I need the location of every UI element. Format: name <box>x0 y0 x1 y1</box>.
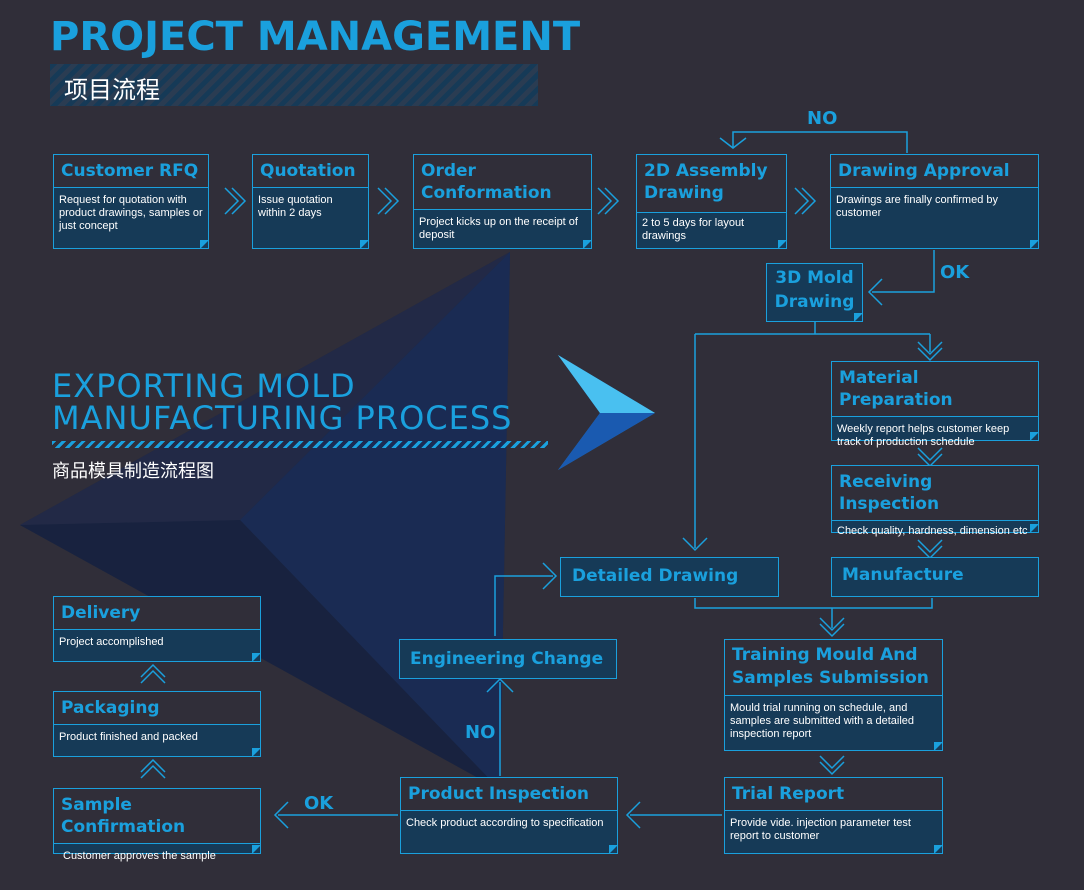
page-title: PROJECT MANAGEMENT <box>50 14 581 60</box>
ok-label-bottom: OK <box>304 793 334 814</box>
folded-corner <box>609 845 618 854</box>
folded-corner <box>1030 524 1039 533</box>
folded-corner <box>778 240 787 249</box>
step-title: Drawing Approval <box>831 155 1038 188</box>
step-manufacture: Manufacture <box>831 557 1039 597</box>
step-quotation: Quotation Issue quotation within 2 days <box>252 154 369 249</box>
step-desc: Provide vide. injection parameter test r… <box>730 817 911 842</box>
step-desc: Project kicks up on the receipt of depos… <box>419 216 578 241</box>
folded-corner <box>360 240 369 249</box>
ok-label-right: OK <box>940 262 970 283</box>
step-detailed-drawing: Detailed Drawing <box>560 557 779 597</box>
step-packaging: Packaging Product finished and packed <box>53 691 261 757</box>
step-desc: Mould trial running on schedule, and sam… <box>730 702 915 740</box>
step-material-preparation: Material Preparation Weekly report helps… <box>831 361 1039 448</box>
step-desc: Issue quotation within 2 days <box>258 194 333 219</box>
step-title: Customer RFQ <box>54 155 208 188</box>
no-label-top: NO <box>807 108 838 129</box>
folded-corner <box>583 240 592 249</box>
process-title-underline <box>52 441 548 448</box>
step-2d-assembly-drawing: 2D Assembly Drawing 2 to 5 days for layo… <box>636 154 787 249</box>
step-title: 3D Mold Drawing <box>774 268 855 312</box>
folded-corner <box>200 240 209 249</box>
step-desc: Check quality, hardness, dimension etc <box>837 525 1028 537</box>
step-title: Quotation <box>253 155 368 188</box>
folded-corner <box>252 653 261 662</box>
step-order-conformation: Order Conformation Project kicks up on t… <box>413 154 592 249</box>
triangle-logo-icon <box>558 355 655 470</box>
subtitle-banner: 项目流程 <box>50 64 538 106</box>
no-label-left: NO <box>465 722 496 743</box>
step-receiving-inspection: Receiving Inspection Check quality, hard… <box>831 465 1039 537</box>
step-title: 2D Assembly Drawing <box>637 155 786 213</box>
step-engineering-change: Engineering Change <box>399 639 617 679</box>
step-title: Delivery <box>54 597 260 630</box>
step-sample-confirmation: Sample Confirmation Customer approves th… <box>53 788 261 862</box>
folded-corner <box>934 845 943 854</box>
step-title: Order Conformation <box>414 155 591 210</box>
folded-corner <box>1030 240 1039 249</box>
process-title: EXPORTING MOLD MANUFACTURING PROCESS <box>52 367 513 437</box>
step-title: Material Preparation <box>832 362 1038 417</box>
step-title: Detailed Drawing <box>572 566 739 586</box>
step-customer-rfq: Customer RFQ Request for quotation with … <box>53 154 209 249</box>
step-drawing-approval: Drawing Approval Drawings are finally co… <box>830 154 1039 249</box>
step-desc: 2 to 5 days for layout drawings <box>642 217 745 242</box>
step-title: Receiving Inspection <box>832 466 1038 521</box>
folded-corner <box>252 748 261 757</box>
step-desc: Request for quotation with product drawi… <box>59 194 203 232</box>
step-product-inspection: Product Inspection Check product accordi… <box>400 777 618 854</box>
step-title: Manufacture <box>842 565 964 585</box>
step-title: Product Inspection <box>401 778 617 811</box>
step-title: Trial Report <box>725 778 942 811</box>
step-title: Training Mould And Samples Submission <box>725 640 942 696</box>
step-desc: Weekly report helps customer keep track … <box>837 423 1010 448</box>
step-training-mould: Training Mould And Samples Submission Mo… <box>724 639 943 751</box>
step-title: Sample Confirmation <box>54 789 260 844</box>
step-3d-mold-drawing: 3D Mold Drawing <box>766 263 863 322</box>
step-desc: Product finished and packed <box>59 731 198 743</box>
folded-corner <box>252 845 261 854</box>
step-delivery: Delivery Project accomplished <box>53 596 261 662</box>
step-title: Packaging <box>54 692 260 725</box>
step-desc: Customer approves the sample <box>63 850 216 862</box>
step-desc: Project accomplished <box>59 636 164 648</box>
step-desc: Drawings are finally confirmed by custom… <box>836 194 999 219</box>
folded-corner <box>934 742 943 751</box>
folded-corner <box>1030 432 1039 441</box>
process-subtitle-cn: 商品模具制造流程图 <box>52 461 214 481</box>
folded-corner <box>854 313 863 322</box>
step-desc: Check product according to specification <box>406 817 604 829</box>
step-trial-report: Trial Report Provide vide. injection par… <box>724 777 943 854</box>
subtitle-cn: 项目流程 <box>64 77 160 104</box>
step-title: Engineering Change <box>410 649 604 669</box>
